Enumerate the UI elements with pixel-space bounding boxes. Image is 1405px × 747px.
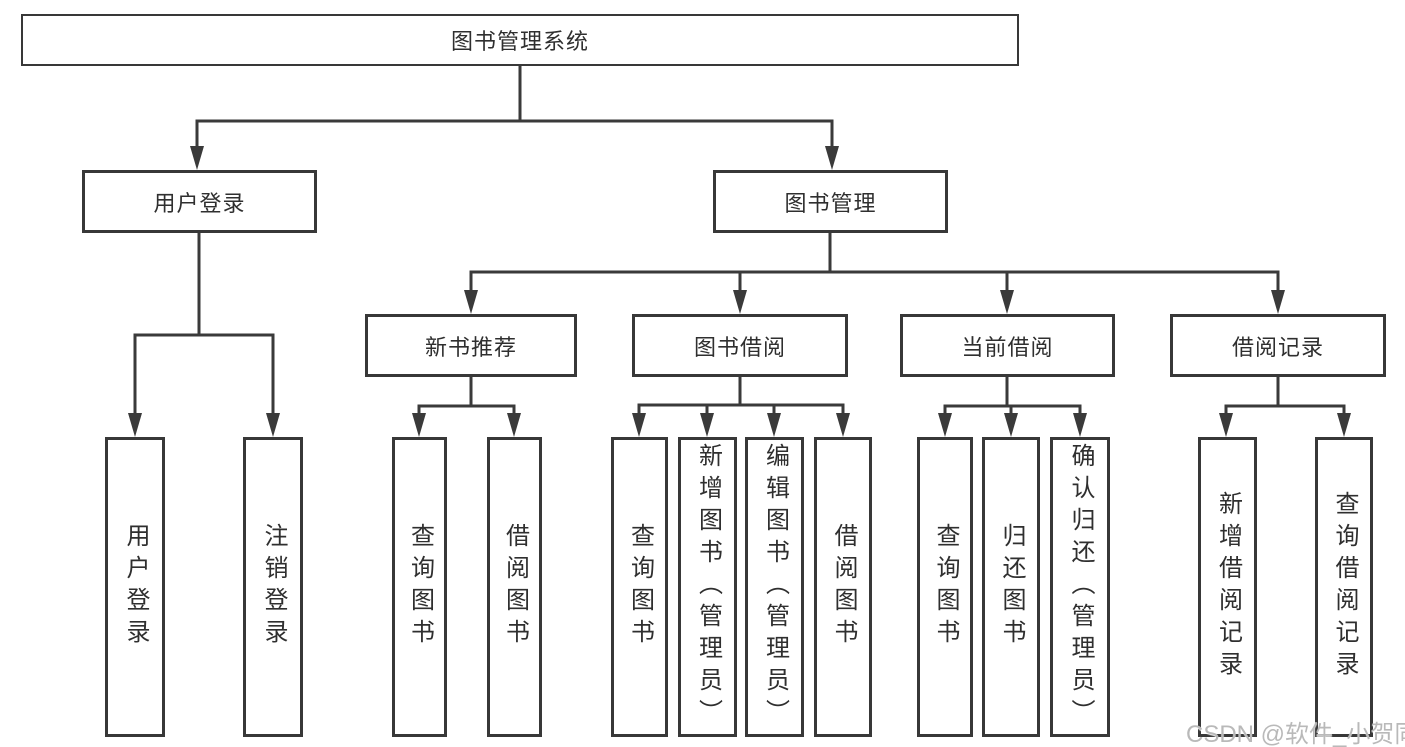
- arrowhead: [836, 413, 850, 437]
- arrowhead: [412, 413, 426, 437]
- node-user-login: 用户登录: [82, 170, 317, 233]
- arrowhead: [128, 413, 142, 437]
- node-borrow-records: 借阅记录: [1170, 314, 1386, 377]
- node-book-borrow: 图书借阅: [632, 314, 848, 377]
- leaf-query-books: 查询图书: [392, 437, 447, 737]
- arrowhead: [767, 413, 781, 437]
- arrowhead: [266, 413, 280, 437]
- node-library-system: 图书管理系统: [21, 14, 1019, 66]
- arrowhead: [464, 290, 478, 314]
- arrowhead: [700, 413, 714, 437]
- leaf-query-borrow-record: 查询借阅记录: [1315, 437, 1373, 737]
- leaf-query-books: 查询图书: [917, 437, 973, 737]
- leaf-borrow-books: 借阅图书: [487, 437, 542, 737]
- leaf-user-login: 用户登录: [105, 437, 165, 737]
- leaf-edit-book-admin: 编辑图书（管理员）: [745, 437, 804, 737]
- arrowhead: [1004, 413, 1018, 437]
- arrowhead: [1271, 290, 1285, 314]
- leaf-add-book-admin: 新增图书（管理员）: [678, 437, 737, 737]
- node-book-management: 图书管理: [713, 170, 948, 233]
- arrowhead: [733, 290, 747, 314]
- arrowhead: [632, 413, 646, 437]
- arrowhead: [825, 146, 839, 170]
- arrowhead: [1219, 413, 1233, 437]
- leaf-confirm-return-admin: 确认归还（管理员）: [1050, 437, 1110, 737]
- arrowhead: [938, 413, 952, 437]
- arrowhead: [1337, 413, 1351, 437]
- csdn-watermark: CSDN @软件_小贺同学: [1186, 721, 1405, 747]
- arrowhead: [507, 413, 521, 437]
- leaf-add-borrow-record: 新增借阅记录: [1198, 437, 1257, 737]
- node-new-book-recommend: 新书推荐: [365, 314, 577, 377]
- arrowhead: [1000, 290, 1014, 314]
- leaf-logout: 注销登录: [243, 437, 303, 737]
- node-current-borrow: 当前借阅: [900, 314, 1115, 377]
- arrowhead: [190, 146, 204, 170]
- leaf-query-books: 查询图书: [611, 437, 668, 737]
- leaf-borrow-books: 借阅图书: [814, 437, 872, 737]
- leaf-return-books: 归还图书: [982, 437, 1040, 737]
- arrowhead: [1073, 413, 1087, 437]
